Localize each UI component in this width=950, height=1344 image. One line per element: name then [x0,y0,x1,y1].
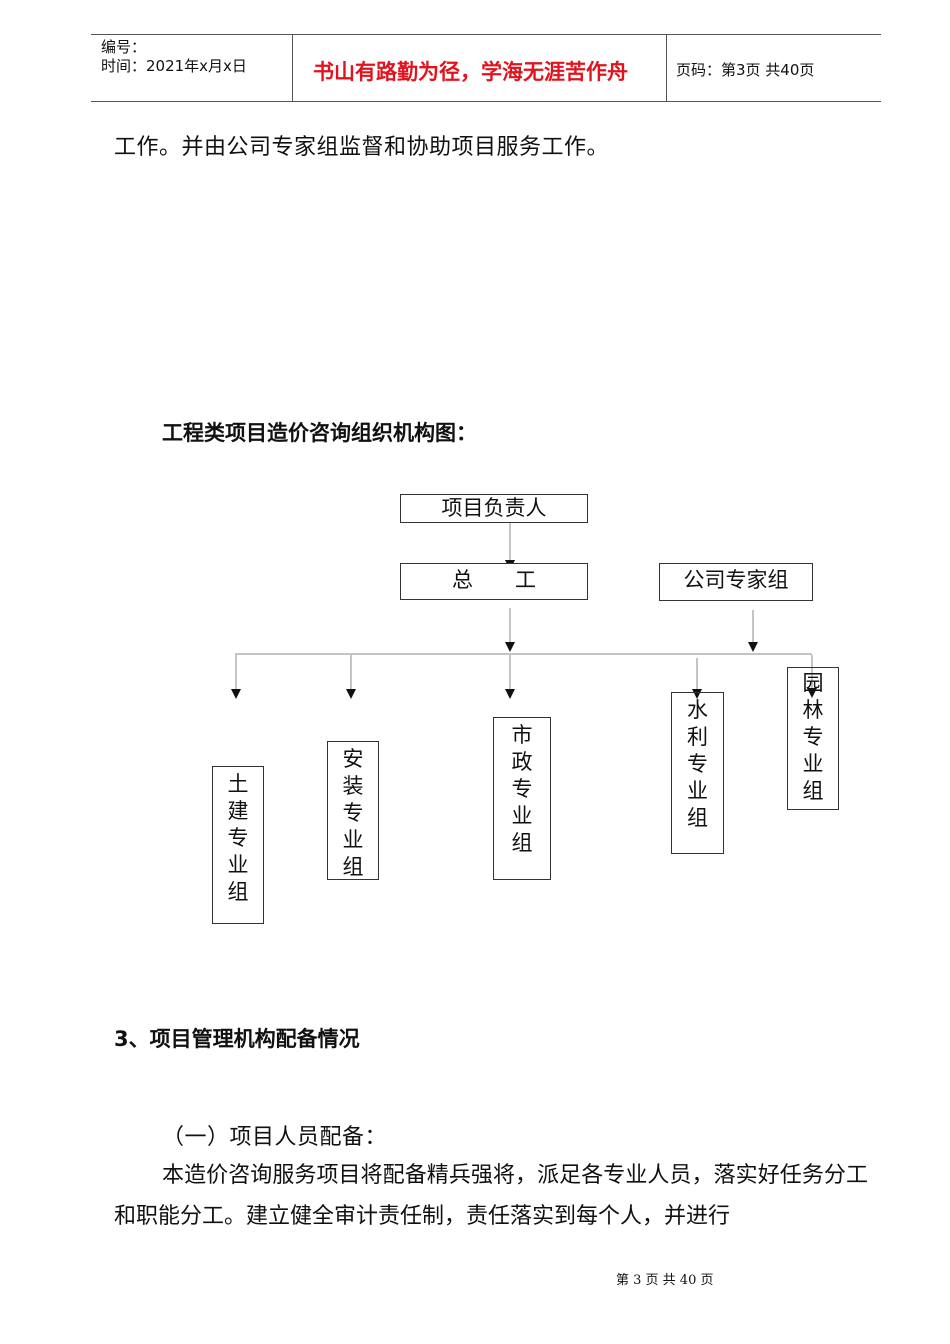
org-box-civil-group: 土建专业组 [212,766,264,924]
org-box-label: 项目负责人 [441,496,547,520]
chart-heading: 工程类项目造价咨询组织机构图： [162,421,477,445]
org-box-landscape-group: 园林专业组 [787,667,839,810]
arrow-icon [346,689,356,699]
org-box-label: 水利专业组 [687,698,708,830]
org-box-municipal-group: 市政专业组 [493,717,551,880]
arrow-icon [231,689,241,699]
org-box-label: 安装专业组 [342,747,364,879]
document-date: 时间：2021年x月x日 [101,57,247,75]
arrow-icon [505,689,515,699]
arrow-icon [807,688,817,698]
page-footer: 第 3 页 共 40 页 [616,1273,714,1288]
org-box-project-lead: 项目负责人 [400,494,588,523]
header-page-info: 页码：第3页 共40页 [676,61,815,79]
org-box-label: 总 工 [452,568,536,592]
header-top-rule [91,34,881,35]
intro-line: 工作。并由公司专家组监督和协助项目服务工作。 [114,135,610,160]
org-box-expert-group: 公司专家组 [659,563,813,601]
org-box-label: 市政专业组 [511,723,533,855]
header-motto: 书山有路勤为径，学海无涯苦作舟 [313,60,628,84]
org-box-label: 公司专家组 [683,568,789,592]
org-box-label: 土建专业组 [227,772,249,904]
arrow-icon [748,642,758,652]
org-box-label: 园林专业组 [802,671,824,803]
staffing-paragraph: 本造价咨询服务项目将配备精兵强将，派足各专业人员，落实好任务分工和职能分工。建立… [114,1163,868,1229]
header-divider [666,34,667,101]
document-number-label: 编号： [101,38,147,56]
org-box-water-group: 水利专业组 [671,692,724,854]
arrow-icon [505,642,515,652]
org-box-installation-group: 安装专业组 [327,741,379,880]
header-bottom-rule [91,101,881,102]
arrow-icon [692,689,702,699]
org-box-chief-engineer: 总 工 [400,563,588,600]
subsection-heading: （一）项目人员配备： [162,1125,388,1150]
header-divider [292,34,293,101]
section-heading: 3、项目管理机构配备情况 [114,1027,360,1051]
